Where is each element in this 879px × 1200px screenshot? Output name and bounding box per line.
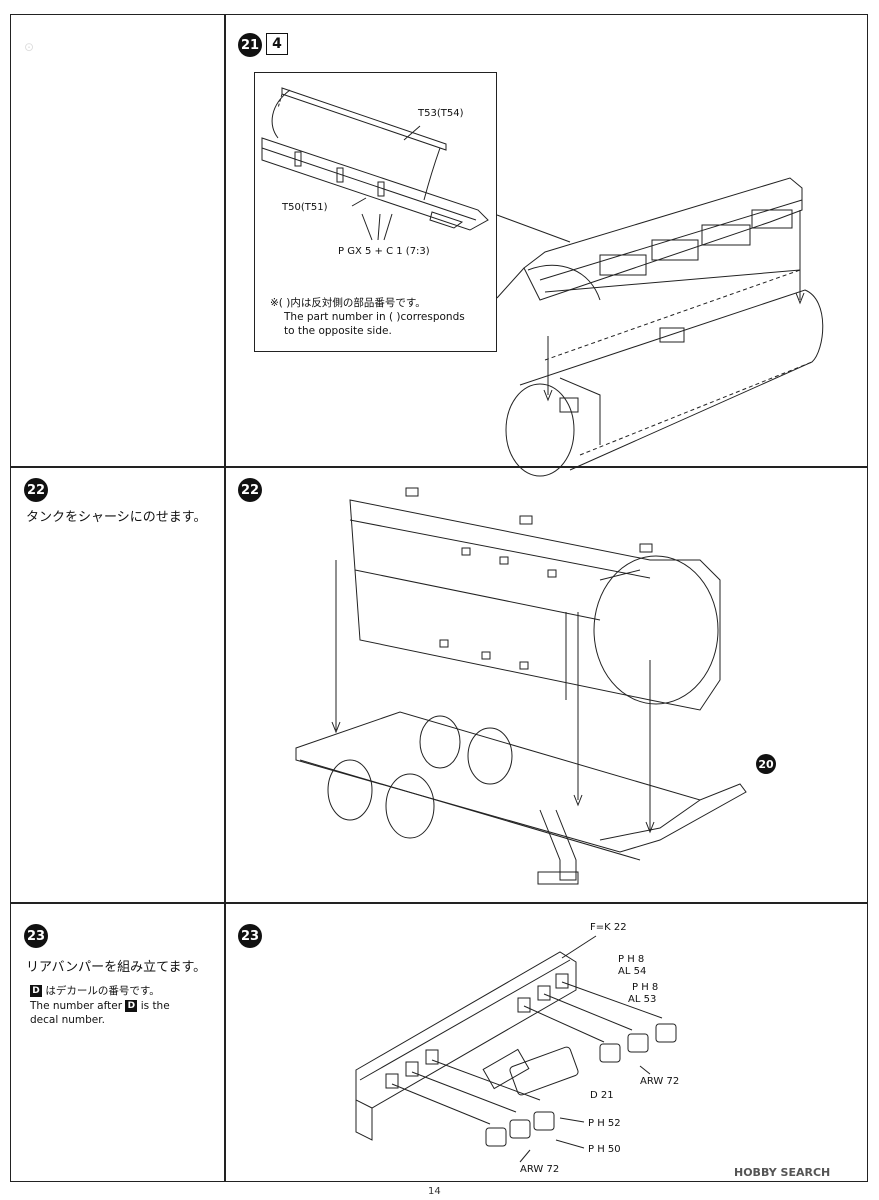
label-ph52: P H 52 xyxy=(588,1118,621,1129)
label-fk22: F=K 22 xyxy=(590,922,627,933)
step-21-box-number: 4 xyxy=(266,33,288,55)
decal-letter-box: D xyxy=(30,985,42,997)
step-23-note-en2: is the xyxy=(140,1000,170,1012)
label-ph8-b: P H 8 xyxy=(632,982,659,993)
step-21-number: 21 xyxy=(238,33,262,57)
decal-letter-box-2: D xyxy=(125,1000,138,1012)
label-d21: D 21 xyxy=(590,1090,614,1101)
step-22-number: 22 xyxy=(238,478,262,502)
row-divider-2 xyxy=(10,902,868,904)
label-al53: AL 53 xyxy=(628,994,657,1005)
step-22-number-left: 22 xyxy=(24,478,48,502)
step-23-note-line2: The number after D is the xyxy=(30,999,170,1013)
label-t53: T53(T54) xyxy=(418,108,464,119)
step-23-instruction: リアバンパーを組み立てます。 xyxy=(26,960,207,975)
page-frame xyxy=(10,14,868,1182)
page-number: 14 xyxy=(428,1186,441,1197)
step-21-note-en1: The part number in ( )corresponds xyxy=(284,311,465,323)
ref-part-20: 20 xyxy=(756,754,776,774)
step-23-note-line1: D はデカールの番号です。 xyxy=(30,984,160,998)
watermark: HOBBY SEARCH xyxy=(734,1166,831,1179)
step-23-note-en3: decal number. xyxy=(30,1014,105,1026)
step-23-number-left: 23 xyxy=(24,924,48,948)
row-divider-1 xyxy=(10,466,868,468)
step-22-instruction: タンクをシャーシにのせます。 xyxy=(26,510,207,525)
step-23-note-jp: はデカールの番号です。 xyxy=(45,985,160,997)
step-23-note-en1: The number after xyxy=(30,1000,123,1012)
label-t50: T50(T51) xyxy=(282,202,328,213)
label-ph50: P H 50 xyxy=(588,1144,621,1155)
step-21-note-jp: ※( )内は反対側の部品番号です。 xyxy=(270,297,426,309)
label-al54: AL 54 xyxy=(618,966,647,977)
label-arw72-b: ARW 72 xyxy=(520,1164,560,1175)
step-21-inset-frame xyxy=(254,72,497,352)
column-divider xyxy=(224,14,226,1182)
label-ph8-a: P H 8 xyxy=(618,954,645,965)
label-pgx: P GX 5 + C 1 (7:3) xyxy=(338,246,430,257)
step-23-number: 23 xyxy=(238,924,262,948)
step-21-note-en2: to the opposite side. xyxy=(284,325,392,337)
ghost-text: ⊙ xyxy=(24,40,35,54)
label-arw72-a: ARW 72 xyxy=(640,1076,680,1087)
